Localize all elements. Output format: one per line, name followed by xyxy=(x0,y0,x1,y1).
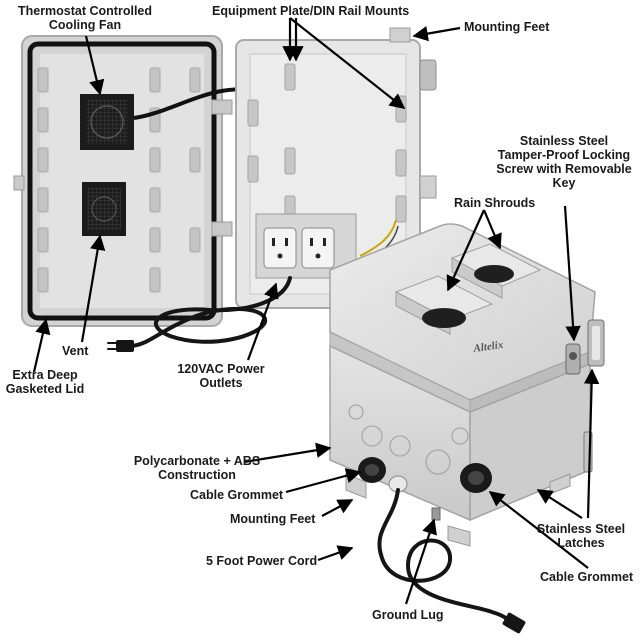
cooling-fan xyxy=(80,94,134,150)
rain-shrouds xyxy=(394,243,542,335)
label-lid-line2: Gasketed Lid xyxy=(5,382,85,396)
power-cord-middle xyxy=(107,276,292,352)
vent xyxy=(82,182,126,236)
ground-lug xyxy=(431,507,441,521)
label-shrouds: Rain Shrouds xyxy=(454,196,536,210)
label-latches: Stainless Steel Latches xyxy=(526,522,636,550)
top-mounting-foot xyxy=(389,27,411,43)
label-latches-line1: Stainless Steel xyxy=(536,522,626,536)
open-base xyxy=(235,27,437,309)
closed-enclosure: Altelix xyxy=(329,223,605,547)
label-screw-line4: Key xyxy=(552,176,576,190)
label-screw: Stainless Steel Tamper-Proof Locking Scr… xyxy=(494,134,634,190)
callout-arrows xyxy=(32,17,600,605)
label-lid-line1: Extra Deep xyxy=(12,368,78,382)
cable-grommets xyxy=(358,457,492,493)
label-screw-line2: Tamper-Proof Locking xyxy=(497,148,631,162)
label-grommet-right: Cable Grommet xyxy=(540,570,634,584)
label-plate: Equipment Plate/DIN Rail Mounts xyxy=(212,4,410,18)
label-fan: Thermostat Controlled Cooling Fan xyxy=(10,4,160,32)
label-latches-line2: Latches xyxy=(557,536,605,550)
label-outlets: 120VAC Power Outlets xyxy=(166,362,276,390)
label-grommet-left: Cable Grommet xyxy=(190,488,284,502)
label-construction: Polycarbonate + ABS Construction xyxy=(132,454,262,482)
label-lug: Ground Lug xyxy=(372,608,444,622)
label-lid: Extra Deep Gasketed Lid xyxy=(0,368,90,396)
label-screw-line1: Stainless Steel xyxy=(519,134,609,148)
label-fan-line1: Thermostat Controlled xyxy=(17,4,153,18)
open-lid xyxy=(13,35,294,327)
latches xyxy=(565,319,605,473)
label-feet-top: Mounting Feet xyxy=(464,20,550,34)
lid-gasket xyxy=(27,41,217,321)
label-outlets-line2: Outlets xyxy=(199,376,243,390)
label-vent: Vent xyxy=(62,344,89,358)
label-screw-line3: Screw with Removable xyxy=(496,162,632,176)
label-outlets-line1: 120VAC Power xyxy=(177,362,265,376)
label-cord: 5 Foot Power Cord xyxy=(206,554,318,568)
label-fan-line2: Cooling Fan xyxy=(48,18,122,32)
label-construction-line2: Construction xyxy=(158,468,236,482)
power-cord-bottom xyxy=(377,488,526,634)
label-feet-bottom: Mounting Feet xyxy=(230,512,316,526)
label-construction-line1: Polycarbonate + ABS xyxy=(133,454,261,468)
brand-logo: Altelix xyxy=(472,339,505,355)
